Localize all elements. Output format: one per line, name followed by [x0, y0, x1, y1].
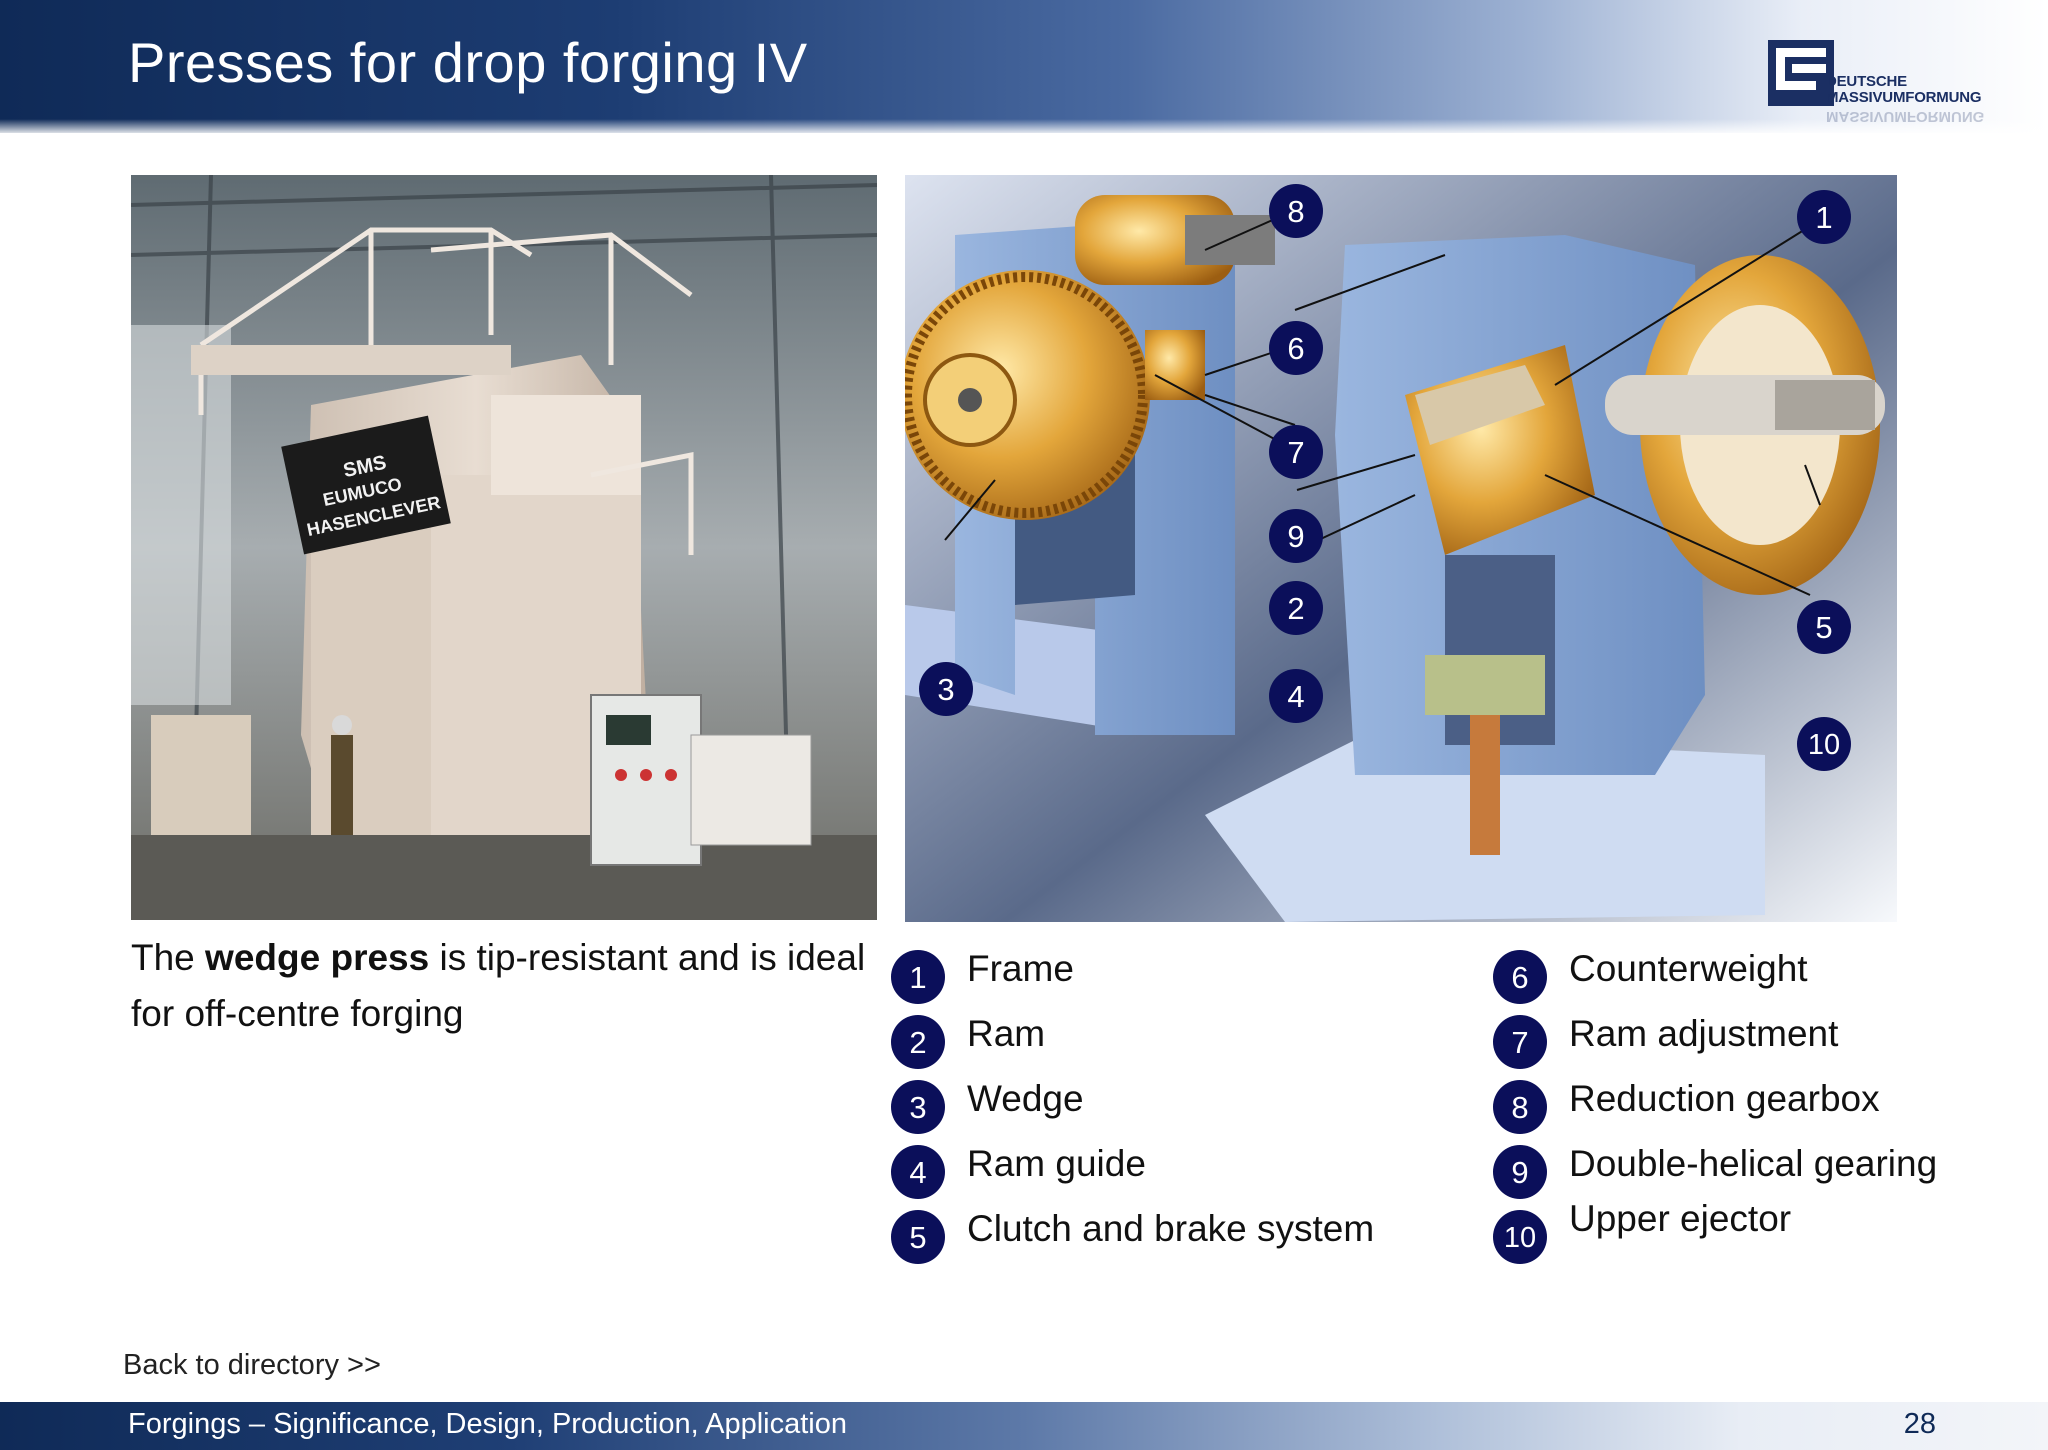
callout-5: 5 [1797, 600, 1851, 654]
callout-9: 9 [1269, 509, 1323, 563]
legend-label: Ram guide [967, 1143, 1146, 1184]
callout-7: 7 [1269, 425, 1323, 479]
legend-badge: 5 [891, 1210, 945, 1264]
legend-label: Frame [967, 948, 1074, 989]
legend-badge: 3 [891, 1080, 945, 1134]
legend-label: Reduction gearbox [1569, 1078, 1880, 1119]
company-logo: DEUTSCHE MASSIVUMFORMUNG MASSIVUMFORMUNG [1768, 40, 2008, 140]
callout-4: 4 [1269, 669, 1323, 723]
footer-band: Forgings – Significance, Design, Product… [0, 1402, 2048, 1450]
page-number: 28 [1903, 1408, 1936, 1440]
caption-bold-term: wedge press [205, 937, 430, 978]
photo-caption: The wedge press is tip-resistant and is … [131, 937, 866, 1034]
footer-text: Forgings – Significance, Design, Product… [128, 1408, 847, 1440]
legend-badge: 6 [1493, 950, 1547, 1004]
legend-badge: 9 [1493, 1145, 1547, 1199]
legend-badge: 2 [891, 1015, 945, 1069]
logo-reflection: MASSIVUMFORMUNG [1826, 108, 1985, 125]
wedge-press-photo: SMS EUMUCO HASENCLEVER [131, 175, 877, 920]
legend-label: Ram adjustment [1569, 1013, 1839, 1054]
logo-wordmark: DEUTSCHE MASSIVUMFORMUNG [1826, 73, 1982, 106]
wedge-press-diagram: 8 1 6 7 9 2 4 3 5 10 [905, 175, 1897, 922]
legend-label: Clutch and brake system [967, 1208, 1375, 1249]
legend-label: Ram [967, 1013, 1046, 1054]
back-to-directory-link[interactable]: Back to directory >> [123, 1349, 381, 1381]
callout-6: 6 [1269, 321, 1323, 375]
page-title: Presses for drop forging IV [128, 31, 808, 94]
legend-label: Double-helical gearing [1569, 1143, 1938, 1184]
callout-1: 1 [1797, 190, 1851, 244]
legend-badge: 4 [891, 1145, 945, 1199]
callout-3: 3 [919, 662, 973, 716]
callout-10: 10 [1797, 717, 1851, 771]
logo-mark-icon [1768, 40, 1834, 106]
callout-8: 8 [1269, 184, 1323, 238]
legend-badge: 7 [1493, 1015, 1547, 1069]
legend-badge: 10 [1493, 1210, 1547, 1264]
legend-badge: 8 [1493, 1080, 1547, 1134]
legend-label: Upper ejector [1569, 1198, 1792, 1239]
legend-label: Wedge [967, 1078, 1084, 1119]
legend-label: Counterweight [1569, 948, 1808, 989]
legend-badge: 1 [891, 950, 945, 1004]
callout-2: 2 [1269, 581, 1323, 635]
header-band: Presses for drop forging IV [0, 0, 2048, 133]
